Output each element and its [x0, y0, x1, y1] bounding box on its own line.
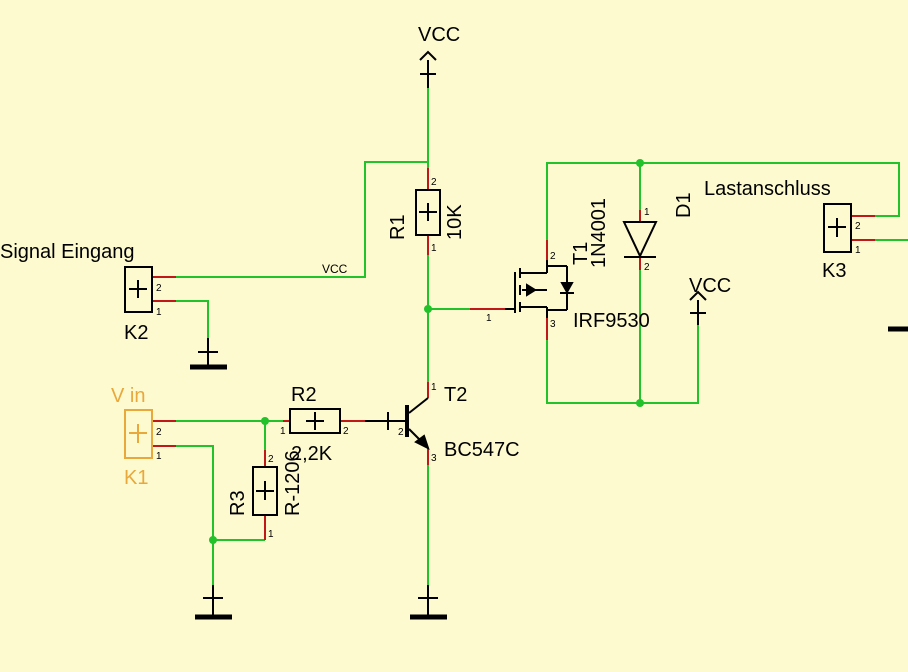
wire-drain-bottom — [546, 325, 699, 404]
k1-pin2: 2 — [156, 427, 162, 438]
wire-r1-top-to-vcc-net — [176, 161, 428, 278]
r1-pin1: 1 — [431, 243, 437, 254]
r3-value: R-1206 — [282, 450, 304, 516]
ground-k2 — [190, 338, 227, 370]
junction-dot — [424, 305, 432, 313]
wires — [176, 88, 908, 585]
r1-value: 10K — [444, 204, 466, 240]
diode-d1[interactable] — [622, 221, 658, 259]
junction-dot — [636, 399, 644, 407]
wire-source-top — [546, 162, 900, 240]
pin-stubs — [152, 168, 875, 540]
r2-ref: R2 — [291, 384, 317, 406]
resistor-r2[interactable] — [289, 408, 341, 434]
wire-k1-gnd — [176, 445, 214, 585]
t2-pin3: 3 — [431, 453, 437, 464]
k3-pin2: 2 — [855, 221, 861, 232]
r1-pin2: 2 — [431, 177, 437, 188]
r3-pin2: 2 — [268, 454, 274, 465]
ground-t2 — [410, 585, 447, 620]
connector-k1[interactable] — [124, 409, 153, 459]
d1-pin1: 1 — [644, 207, 650, 218]
connector-k2[interactable] — [124, 266, 153, 313]
vcc-top-symbol — [419, 50, 437, 88]
t1-value: IRF9530 — [573, 310, 650, 332]
k1-ref: K1 — [124, 467, 148, 489]
junction-dot — [261, 417, 269, 425]
t1-pin3: 3 — [550, 319, 556, 330]
r2-pin1: 1 — [280, 426, 286, 437]
t1-pin2: 2 — [550, 251, 556, 262]
ground-k1 — [195, 585, 232, 620]
r2-pin2: 2 — [343, 426, 349, 437]
vcc-net-label: VCC — [322, 262, 348, 276]
k1-pin1: 1 — [156, 451, 162, 462]
vcc-right-symbol — [689, 290, 707, 325]
t2-pin1: 1 — [431, 382, 437, 393]
d1-value: 1N4001 — [588, 198, 610, 268]
transistor-t2[interactable] — [365, 397, 430, 450]
t1-pin1: 1 — [486, 313, 492, 324]
signal-label: Signal Eingang — [0, 241, 135, 263]
vin-label: V in — [111, 385, 145, 407]
connector-k3[interactable] — [823, 203, 852, 253]
k3-ref: K3 — [822, 260, 846, 282]
vcc-right-label: VCC — [689, 275, 731, 297]
k2-pin1: 1 — [156, 307, 162, 318]
junction-dot — [636, 159, 644, 167]
r3-ref: R3 — [227, 490, 249, 516]
d1-ref: D1 — [673, 192, 695, 218]
junction-dot — [209, 536, 217, 544]
vcc-top-label: VCC — [418, 24, 460, 46]
junctions — [209, 159, 644, 544]
r3-pin1: 1 — [268, 529, 274, 540]
k2-ref: K2 — [124, 322, 148, 344]
r2-value: 2,2K — [291, 443, 333, 465]
r1-ref: R1 — [387, 214, 409, 240]
resistor-r1[interactable] — [415, 189, 441, 236]
wire-k2-gnd — [176, 300, 209, 338]
mosfet-t1[interactable] — [505, 260, 574, 318]
k3-pin1: 1 — [855, 245, 861, 256]
k2-pin2: 2 — [156, 283, 162, 294]
d1-pin2: 2 — [644, 262, 650, 273]
t1-ref: T1 — [570, 242, 592, 265]
t2-value: BC547C — [444, 439, 520, 461]
t2-ref: T2 — [444, 384, 467, 406]
t2-pin2: 2 — [398, 427, 404, 438]
load-label: Lastanschluss — [704, 178, 831, 200]
resistor-r3[interactable] — [252, 466, 278, 516]
